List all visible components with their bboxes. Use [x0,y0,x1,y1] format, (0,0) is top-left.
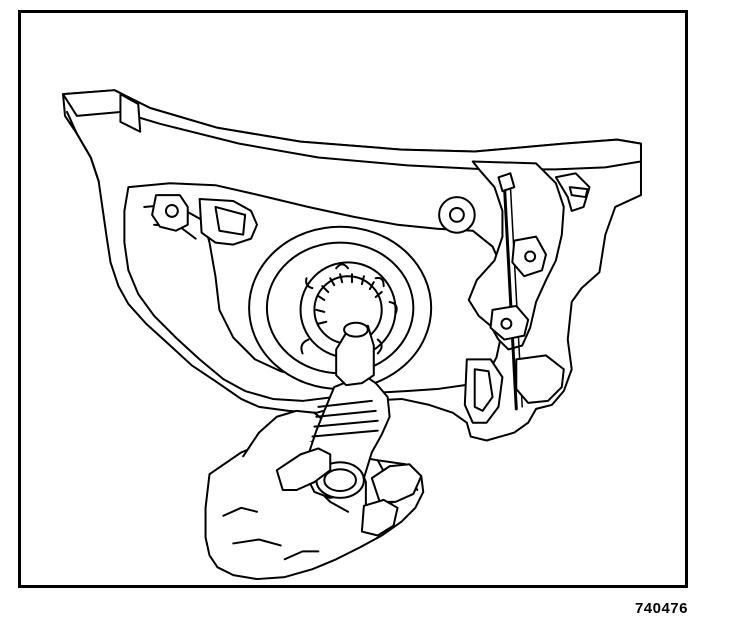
illustration-frame [18,10,688,588]
technician-fingers [277,448,330,490]
left-mount-screw [166,205,178,217]
headlamp-bulb-removal-illustration [21,13,685,585]
adjuster-rod [504,185,516,409]
right-mount-screw [450,208,464,222]
bulb-base [336,326,374,385]
figure-id: 740476 [634,600,688,617]
